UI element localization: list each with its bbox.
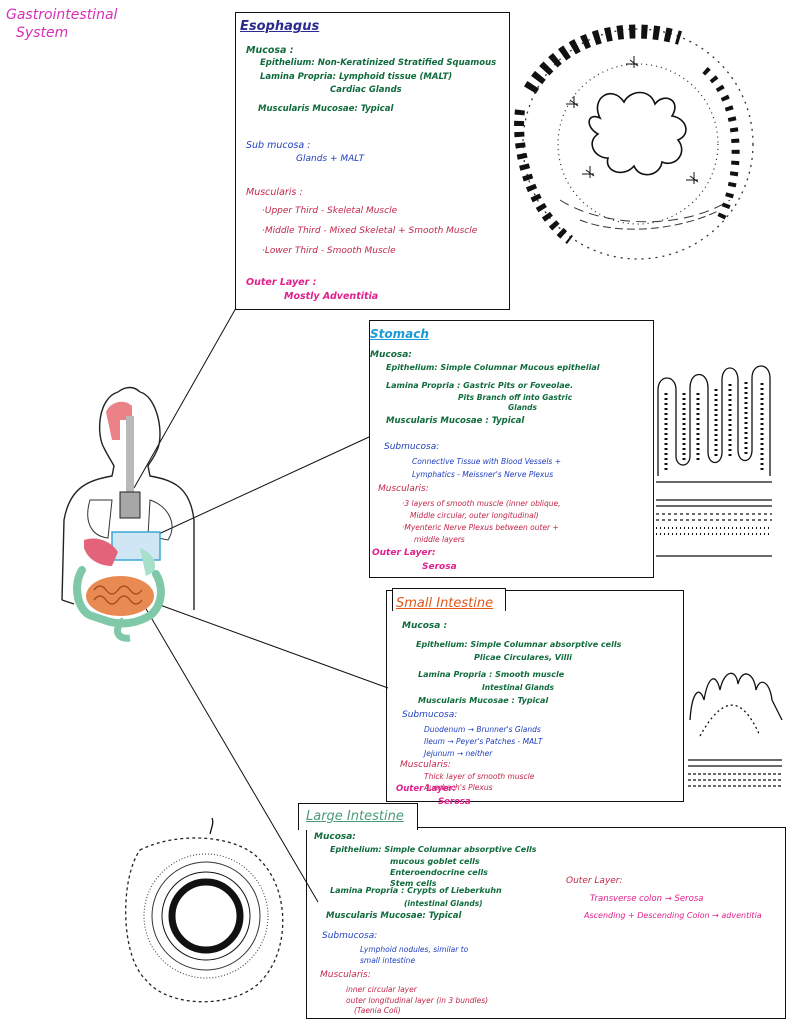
large-intestine-tab bbox=[298, 803, 418, 830]
stomach-box bbox=[369, 320, 654, 578]
connector-lines bbox=[133, 307, 389, 903]
stomach-epithelium: Epithelium: Simple Columnar Mucous epith… bbox=[386, 363, 600, 372]
large-intestine-submucosa-1: Lymphoid nodules, similar to bbox=[360, 945, 469, 954]
stomach-muscularis-2: Middle circular, outer longitudinal) bbox=[410, 511, 539, 520]
large-intestine-muscularis-2: outer longitudinal layer (in 3 bundles) bbox=[346, 996, 489, 1005]
large-intestine-muscularis-1: inner circular layer bbox=[346, 985, 417, 994]
esophagus-muscularis-2: ·Middle Third - Mixed Skeletal + Smooth … bbox=[262, 226, 478, 236]
connector-stomach bbox=[149, 436, 370, 539]
small-intestine-lamina-propria: Lamina Propria : Smooth muscle bbox=[418, 670, 565, 679]
small-intestine-muscularis-mucosae: Muscularis Mucosae : Typical bbox=[418, 696, 549, 705]
stomach-mucosa-label: Mucosa: bbox=[370, 350, 412, 360]
esophagus-title: Esophagus bbox=[240, 19, 320, 34]
large-intestine-submucosa-label: Submucosa: bbox=[322, 931, 378, 941]
large-intestine-epithelium-3: Enteroendocrine cells bbox=[390, 868, 488, 877]
small-intestine-submucosa-2: Ileum → Peyer's Patches - MALT bbox=[424, 737, 543, 746]
large-intestine-cross-section bbox=[125, 817, 284, 1003]
large-intestine-lamina-propria-2: (intestinal Glands) bbox=[404, 899, 483, 908]
esophagus-muscularis-1: ·Upper Third - Skeletal Muscle bbox=[262, 206, 398, 216]
stomach-muscularis-label: Muscularis: bbox=[378, 484, 429, 494]
digestive-organs bbox=[73, 401, 173, 642]
large-intestine-outer-layer-2: Ascending + Descending Colon → adventiti… bbox=[584, 911, 762, 920]
stomach-submucosa-1: Connective Tissue with Blood Vessels + bbox=[412, 457, 562, 466]
small-intestine-submucosa-3: Jejunum → neither bbox=[424, 749, 493, 758]
large-intestine-epithelium: Epithelium: Simple Columnar absorptive C… bbox=[330, 845, 537, 854]
page-title-line-1: Gastrointestinal bbox=[6, 7, 118, 23]
large-intestine-box bbox=[306, 827, 786, 1019]
small-intestine-muscularis-label: Muscularis: bbox=[400, 760, 451, 770]
large-intestine-title: Large Intestine bbox=[306, 809, 404, 824]
stomach-muscularis-1: ·3 layers of smooth muscle (inner obliqu… bbox=[402, 499, 561, 508]
stomach-outer-layer-value: Serosa bbox=[422, 562, 457, 572]
esophagus-outer-layer-label: Outer Layer : bbox=[246, 277, 317, 288]
large-intestine-epithelium-2: mucous goblet cells bbox=[390, 857, 480, 866]
small-intestine-title: Small Intestine bbox=[396, 596, 494, 611]
esophagus-epithelium: Epithelium: Non-Keratinized Stratified S… bbox=[260, 58, 497, 68]
esophagus-muscularis-3: ·Lower Third - Smooth Muscle bbox=[262, 246, 396, 256]
stomach-lamina-propria: Lamina Propria : Gastric Pits or Foveola… bbox=[386, 381, 574, 390]
large-intestine-epithelium-4: Stem cells bbox=[390, 879, 437, 888]
esophagus-muscularis-mucosae: Muscularis Mucosae: Typical bbox=[258, 104, 394, 114]
small-intestine-submucosa-1: Duodenum → Brunner's Glands bbox=[424, 725, 541, 734]
large-intestine-outer-layer-label: Outer Layer: bbox=[566, 876, 623, 886]
stomach-title: Stomach bbox=[370, 327, 429, 341]
stomach-submucosa-2: Lymphatics - Meissner's Nerve Plexus bbox=[412, 470, 554, 479]
stomach-muscularis-4: middle layers bbox=[414, 535, 465, 544]
small-intestine-mucosa-label: Mucosa : bbox=[402, 621, 448, 631]
large-intestine-outer-layer-1: Transverse colon → Serosa bbox=[590, 894, 704, 904]
stomach-outer-layer-label: Outer Layer: bbox=[372, 548, 436, 558]
small-intestine-box bbox=[386, 590, 684, 802]
esophagus-submucosa-label: Sub mucosa : bbox=[246, 140, 311, 151]
large-intestine-mucosa-label: Mucosa: bbox=[314, 832, 356, 842]
esophagus-submucosa-value: Glands + MALT bbox=[296, 154, 365, 164]
small-intestine-outer-layer-value: Serosa bbox=[438, 797, 471, 807]
small-intestine-muscularis-2: Auerbach's Plexus bbox=[424, 783, 493, 792]
esophagus-box bbox=[235, 12, 510, 310]
stomach-wall-drawing bbox=[656, 365, 772, 557]
small-intestine-epithelium: Epithelium: Simple Columnar absorptive c… bbox=[416, 640, 622, 649]
connector-large-intestine bbox=[141, 601, 319, 903]
connector-esophagus bbox=[133, 307, 237, 489]
small-intestine-muscularis-1: Thick layer of smooth muscle bbox=[424, 772, 535, 781]
esophagus-cross-section bbox=[514, 24, 754, 260]
stomach-muscularis-mucosae: Muscularis Mucosae : Typical bbox=[386, 416, 525, 426]
stomach-lamina-propria-3: Glands bbox=[508, 403, 537, 412]
large-intestine-muscularis-mucosae: Muscularis Mucosae: Typical bbox=[326, 911, 462, 921]
stomach-muscularis-3: ·Myenteric Nerve Plexus between outer + bbox=[402, 523, 559, 532]
esophagus-mucosa-label: Mucosa : bbox=[246, 45, 294, 56]
connector-small-intestine bbox=[159, 604, 389, 689]
page-title-line-2: System bbox=[16, 25, 69, 41]
large-intestine-submucosa-2: small intestine bbox=[360, 956, 416, 965]
human-torso-figure bbox=[61, 386, 195, 610]
large-intestine-lamina-propria: Lamina Propria : Crypts of Lieberkuhn bbox=[330, 886, 502, 895]
large-intestine-muscularis-label: Muscularis: bbox=[320, 970, 371, 980]
small-intestine-tab bbox=[392, 588, 506, 611]
small-intestine-lamina-propria-2: Intestinal Glands bbox=[482, 683, 554, 692]
stomach-submucosa-label: Submucosa: bbox=[384, 442, 440, 452]
esophagus-lamina-propria-2: Cardiac Glands bbox=[330, 85, 402, 95]
small-intestine-villi-drawing bbox=[688, 672, 783, 787]
esophagus-muscularis-label: Muscularis : bbox=[246, 187, 303, 198]
small-intestine-outer-layer-label: Outer Layer: bbox=[396, 784, 457, 794]
esophagus-outer-layer-value: Mostly Adventitia bbox=[284, 291, 379, 302]
small-intestine-submucosa-label: Submucosa: bbox=[402, 710, 458, 720]
large-intestine-muscularis-3: (Taenia Coli) bbox=[354, 1006, 401, 1015]
stomach-lamina-propria-2: Pits Branch off into Gastric bbox=[458, 393, 573, 402]
esophagus-lamina-propria: Lamina Propria: Lymphoid tissue (MALT) bbox=[260, 72, 453, 82]
small-intestine-epithelium-2: Plicae Circulares, Villi bbox=[474, 653, 572, 662]
